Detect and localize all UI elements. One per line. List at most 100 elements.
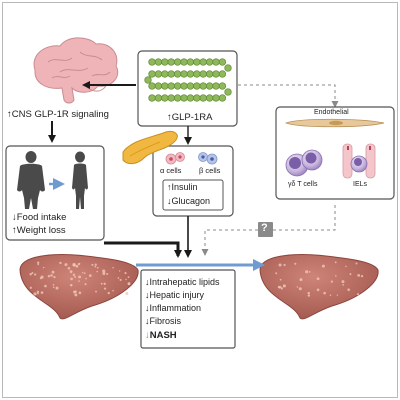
liver-fat-droplet xyxy=(69,270,73,274)
outcome-text: Fibrosis xyxy=(149,316,182,326)
liver-fat-droplet xyxy=(59,261,62,265)
peptide-bead xyxy=(148,70,156,78)
peptide-bead xyxy=(180,70,188,78)
body-silhouettes-icon xyxy=(17,151,88,209)
peptide-bead xyxy=(212,82,220,90)
liver-fat-droplet xyxy=(124,271,127,275)
liver-fat-droplet xyxy=(316,277,320,281)
insulin-glucagon-inner-box xyxy=(162,179,224,211)
liver-fat-droplet xyxy=(335,275,337,277)
peptide-bead xyxy=(193,58,201,66)
liver-fat-droplet xyxy=(119,278,122,282)
liver-fat-droplet xyxy=(36,261,40,264)
outcome-inflammation: ↓Inflammation xyxy=(145,303,201,313)
insulin-label: ↑Insulin xyxy=(167,182,198,192)
peptide-bead xyxy=(167,70,175,78)
green-down-arrow-glyph: ↓ xyxy=(145,330,150,341)
peptide-chain-icon xyxy=(144,58,232,102)
peptide-bead xyxy=(154,94,163,102)
black-arrows-to-outcomes xyxy=(104,216,192,258)
liver-fat-droplet xyxy=(112,289,114,292)
liver-fat-droplet xyxy=(78,275,82,279)
liver-fat-droplet xyxy=(67,266,71,270)
peptide-bead xyxy=(193,94,201,102)
peptide-bead xyxy=(173,70,182,78)
weight-loss-text: Weight loss xyxy=(16,225,66,236)
alpha-cells-label: α cells xyxy=(160,166,182,175)
peptide-bead xyxy=(205,82,214,90)
liver-fat-droplet xyxy=(83,272,86,275)
peptide-bead xyxy=(205,70,214,78)
liver-fat-droplet xyxy=(307,291,310,295)
liver-fat-droplet xyxy=(117,277,120,279)
glucagon-label: ↓Glucagon xyxy=(167,196,210,206)
liver-fat-droplet xyxy=(118,270,121,272)
liver-fat-droplet xyxy=(102,269,106,273)
peptide-bead xyxy=(154,82,163,90)
liver-fat-droplet xyxy=(283,263,286,267)
liver-fat-droplet xyxy=(51,270,55,274)
liver-fat-droplet xyxy=(44,284,47,288)
up-arrow-glyph: ↑ xyxy=(7,109,12,120)
beta-cells-icon xyxy=(198,152,218,165)
liver-fat-droplet xyxy=(77,263,80,266)
peptide-bead xyxy=(212,94,220,102)
liver-fat-droplet xyxy=(125,278,127,281)
liver-fat-droplet xyxy=(347,288,350,291)
fatty-liver-illustration xyxy=(19,254,139,320)
liver-fat-droplet xyxy=(47,275,51,278)
liver-fat-droplet xyxy=(40,291,44,294)
liver-fat-droplet xyxy=(52,284,55,286)
liver-fat-droplet xyxy=(341,280,345,284)
iels-label: IELs xyxy=(353,181,368,188)
liver-fat-droplet xyxy=(103,282,106,285)
liver-fat-droplet xyxy=(52,286,55,289)
liver-fat-droplet xyxy=(36,290,40,294)
liver-fat-droplet xyxy=(356,293,360,296)
liver-fat-droplet xyxy=(34,273,37,276)
peptide-bead xyxy=(186,70,195,78)
liver-fat-droplet xyxy=(112,267,114,269)
peptide-bead xyxy=(154,70,163,78)
peptide-bead xyxy=(161,94,169,102)
peptide-bead xyxy=(205,94,214,102)
liver-fat-droplet xyxy=(91,263,94,266)
liver-fat-droplet xyxy=(96,266,99,269)
liver-fat-droplet xyxy=(33,292,37,296)
unknown-mechanism-box xyxy=(258,222,273,237)
peptide-bead xyxy=(173,82,182,90)
down-arrow-glyph: ↓ xyxy=(145,316,150,326)
liver-fat-droplet xyxy=(75,264,79,268)
liver-fat-droplet xyxy=(85,277,87,280)
glucagon-text: Glucagon xyxy=(171,196,211,206)
liver-fat-droplet xyxy=(106,272,109,275)
insulin-text: Insulin xyxy=(171,182,198,192)
liver-fat-droplet xyxy=(64,263,68,267)
peptide-bead xyxy=(148,58,156,66)
peptide-bead xyxy=(218,58,227,66)
liver-fat-droplet xyxy=(69,283,73,287)
liver-fat-droplet xyxy=(74,293,78,297)
brain-illustration xyxy=(33,37,119,104)
peptide-bead xyxy=(212,70,220,78)
liver-fat-droplet xyxy=(342,283,345,286)
food-intake-label: ↓Food intake xyxy=(12,212,66,223)
gd-t-cells-label: γδ T cells xyxy=(288,181,318,188)
peptide-bead xyxy=(199,94,207,102)
liver-fat-droplet xyxy=(278,263,282,267)
liver-fat-droplet xyxy=(308,270,311,273)
liver-fat-droplet xyxy=(125,292,129,295)
liver-fat-droplet xyxy=(329,294,332,296)
peptide-bead xyxy=(161,82,169,90)
liver-fat-droplet xyxy=(275,272,278,275)
down-arrow-glyph: ↓ xyxy=(145,303,150,313)
liver-fat-droplet xyxy=(78,280,80,282)
peptide-bead xyxy=(186,94,195,102)
liver-fat-droplet xyxy=(84,283,87,286)
liver-fat-droplet xyxy=(360,275,364,278)
peptide-bead xyxy=(144,76,152,84)
liver-fat-droplet xyxy=(336,294,339,296)
outcome-text: Inflammation xyxy=(149,303,202,313)
outcome-nash-text: NASH xyxy=(149,330,177,341)
liver-fat-droplet xyxy=(102,271,106,276)
